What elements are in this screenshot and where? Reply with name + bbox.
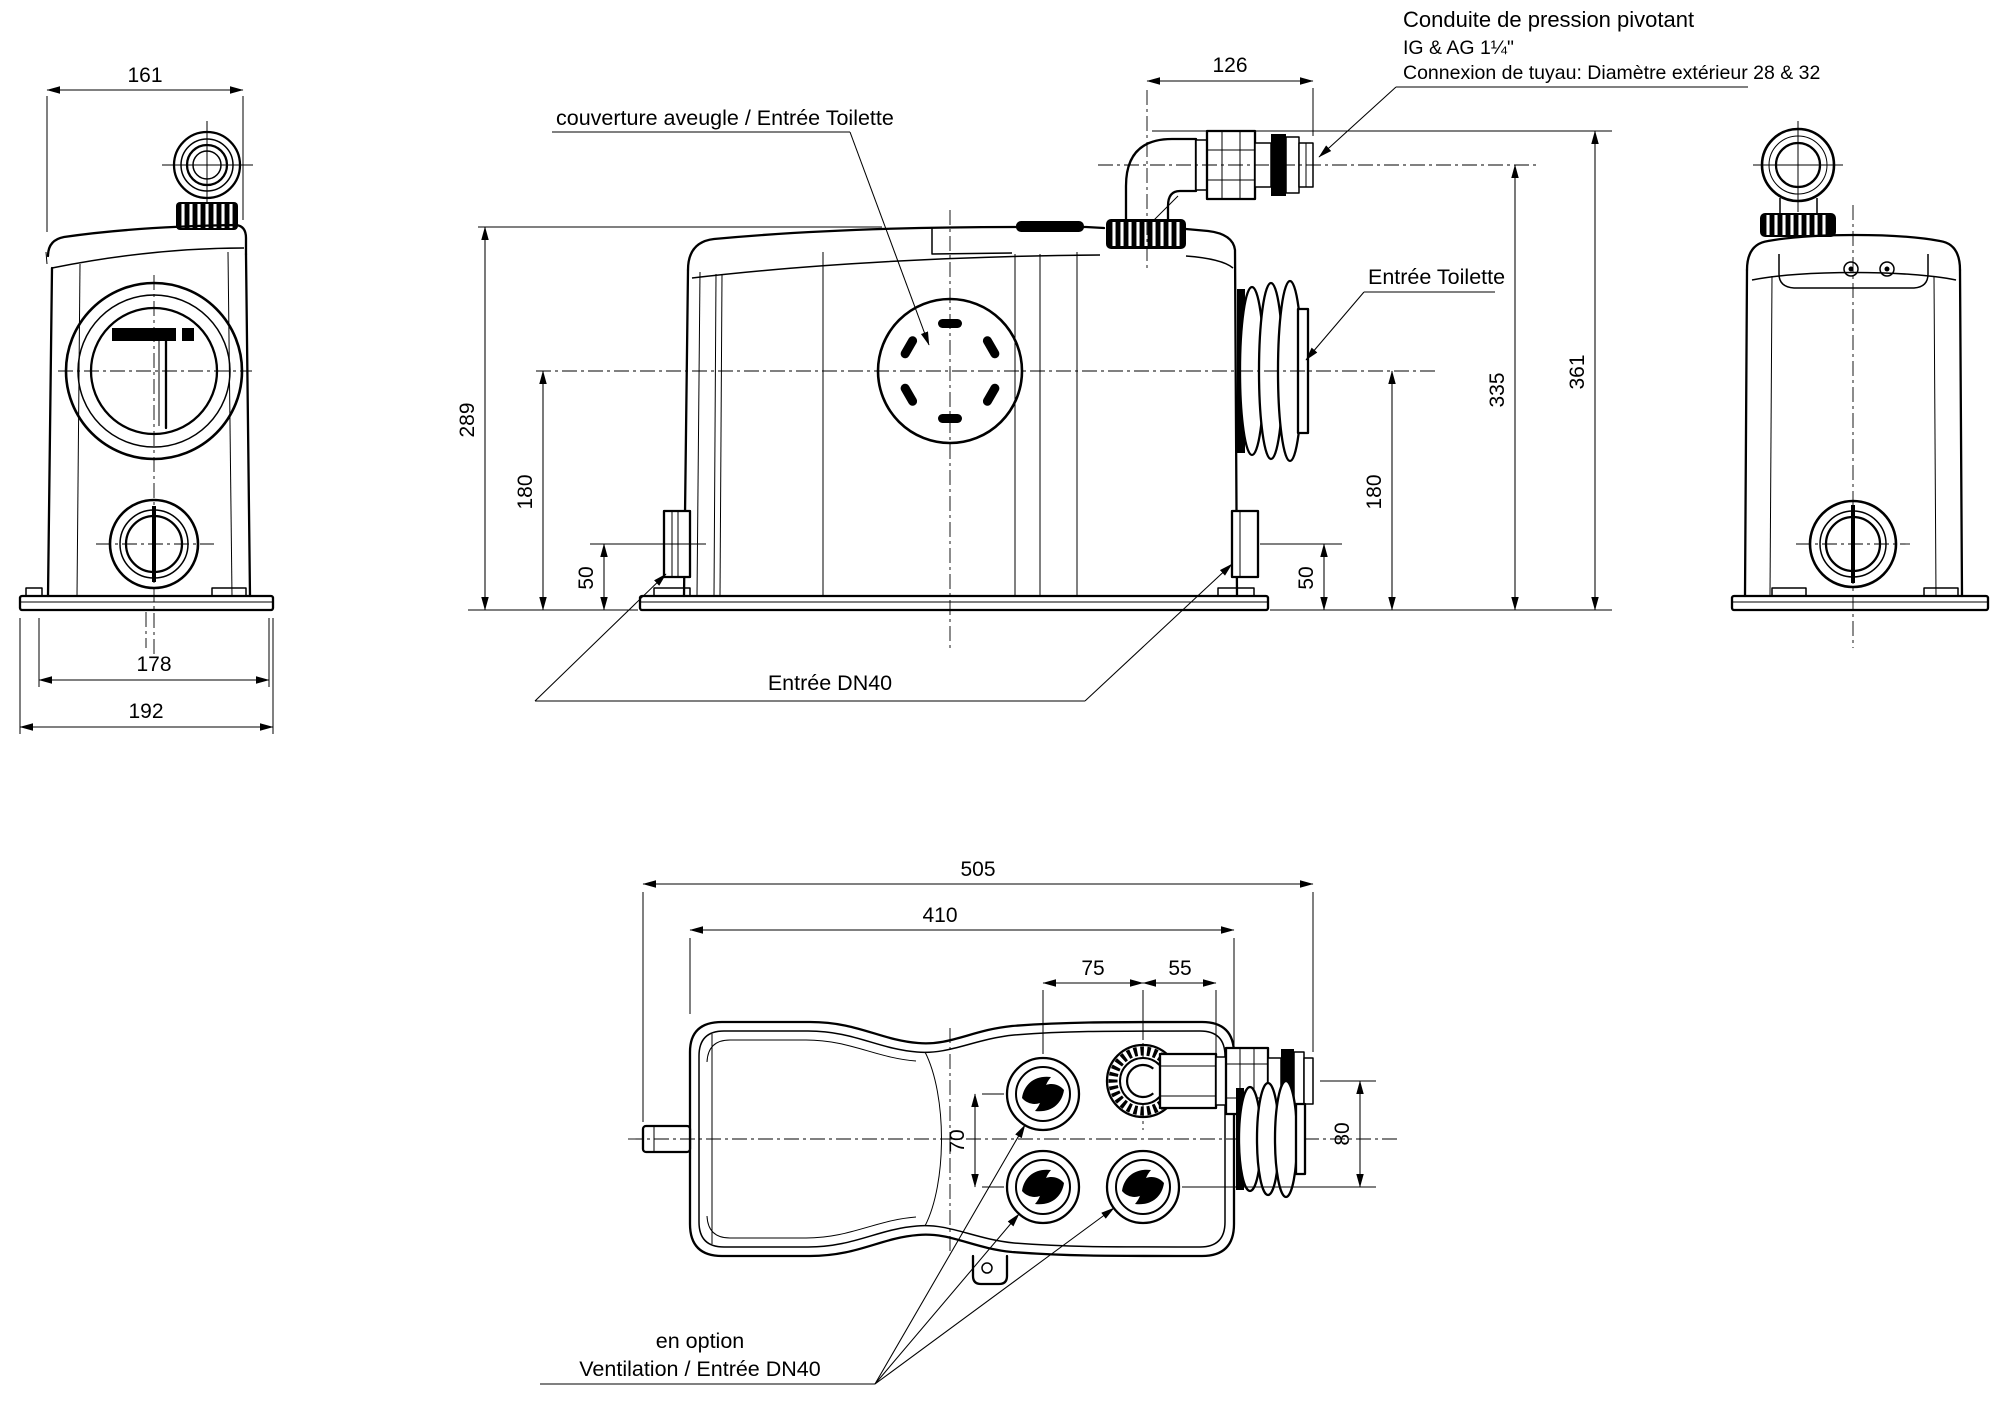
dim-side-dn40-height-left: 50 — [575, 566, 598, 589]
plan-dimensions: 505 410 75 55 70 80 — [642, 858, 1376, 1188]
option-callout: en option Ventilation / Entrée DN40 — [540, 1124, 1115, 1385]
blind-cover-callout: couverture aveugle / Entrée Toilette — [552, 106, 930, 346]
toilet-inlet-callout: Entrée Toilette — [1305, 265, 1505, 361]
dim-plan-port-pitch: 75 — [1081, 957, 1104, 980]
rear-body — [1743, 233, 1964, 598]
plan-view: 505 410 75 55 70 80 en option Ventilatio — [540, 858, 1398, 1385]
side-base — [638, 587, 1270, 612]
pressure-note-line1: Conduite de pression pivotant — [1403, 7, 1694, 32]
front-pressure-outlet-port — [162, 121, 253, 230]
dim-side-outlet-horizontal: 126 — [1212, 54, 1247, 77]
side-dn40-flange-right — [1230, 509, 1260, 579]
dim-side-toilet-height-right: 180 — [1363, 474, 1386, 509]
dim-side-toilet-height-left: 180 — [514, 474, 537, 509]
toilet-inlet-label: Entrée Toilette — [1368, 265, 1505, 289]
rear-pressure-elbow — [1753, 121, 1843, 237]
pressure-note-callout: Conduite de pression pivotant IG & AG 1¼… — [1318, 7, 1820, 158]
plan-port-lower-right — [1107, 1151, 1179, 1223]
blind-cover-label: couverture aveugle / Entrée Toilette — [556, 106, 894, 130]
dim-front-width-top: 161 — [127, 64, 162, 87]
dim-side-total-height: 361 — [1566, 354, 1589, 389]
plan-mounting-tab — [971, 1254, 1009, 1286]
front-dimensions: 161 178 192 — [19, 64, 274, 734]
dim-side-outlet-height: 335 — [1486, 372, 1509, 407]
dim-plan-outlet-offset: 55 — [1168, 957, 1191, 980]
option-label-line1: en option — [656, 1329, 744, 1353]
side-dimensions: 289 180 50 126 50 180 335 361 — [456, 54, 1612, 611]
dim-plan-body-length: 410 — [922, 904, 957, 927]
plan-port-lower-left — [1007, 1151, 1079, 1223]
dn40-inlet-callout: Entrée DN40 — [534, 563, 1233, 702]
option-label-line2: Ventilation / Entrée DN40 — [579, 1357, 820, 1381]
dn40-inlet-label: Entrée DN40 — [768, 671, 892, 695]
plan-port-upper-left — [1007, 1058, 1079, 1130]
side-view: 289 180 50 126 50 180 335 361 couverture… — [456, 7, 1820, 702]
dim-plan-total-length: 505 — [960, 858, 995, 881]
rear-base — [1730, 587, 1990, 612]
dim-plan-outlet-row-offset: 80 — [1331, 1122, 1354, 1145]
dim-front-width-base-plate: 192 — [128, 700, 163, 723]
side-body — [682, 221, 1239, 598]
dim-plan-port-row-pitch: 70 — [946, 1129, 969, 1152]
front-base — [18, 587, 275, 648]
rear-view — [1730, 121, 1990, 648]
dim-front-width-base: 178 — [136, 653, 171, 676]
front-body — [45, 223, 252, 598]
plan-toilet-inlet-bellows — [1236, 1079, 1307, 1199]
front-view: 161 178 192 — [18, 64, 275, 734]
dim-side-dn40-height-right: 50 — [1295, 566, 1318, 589]
pressure-note-line2: IG & AG 1¼" — [1403, 37, 1514, 59]
dim-side-body-height: 289 — [456, 402, 479, 437]
pressure-note-line3: Connexion de tuyau: Diamètre extérieur 2… — [1403, 62, 1820, 84]
